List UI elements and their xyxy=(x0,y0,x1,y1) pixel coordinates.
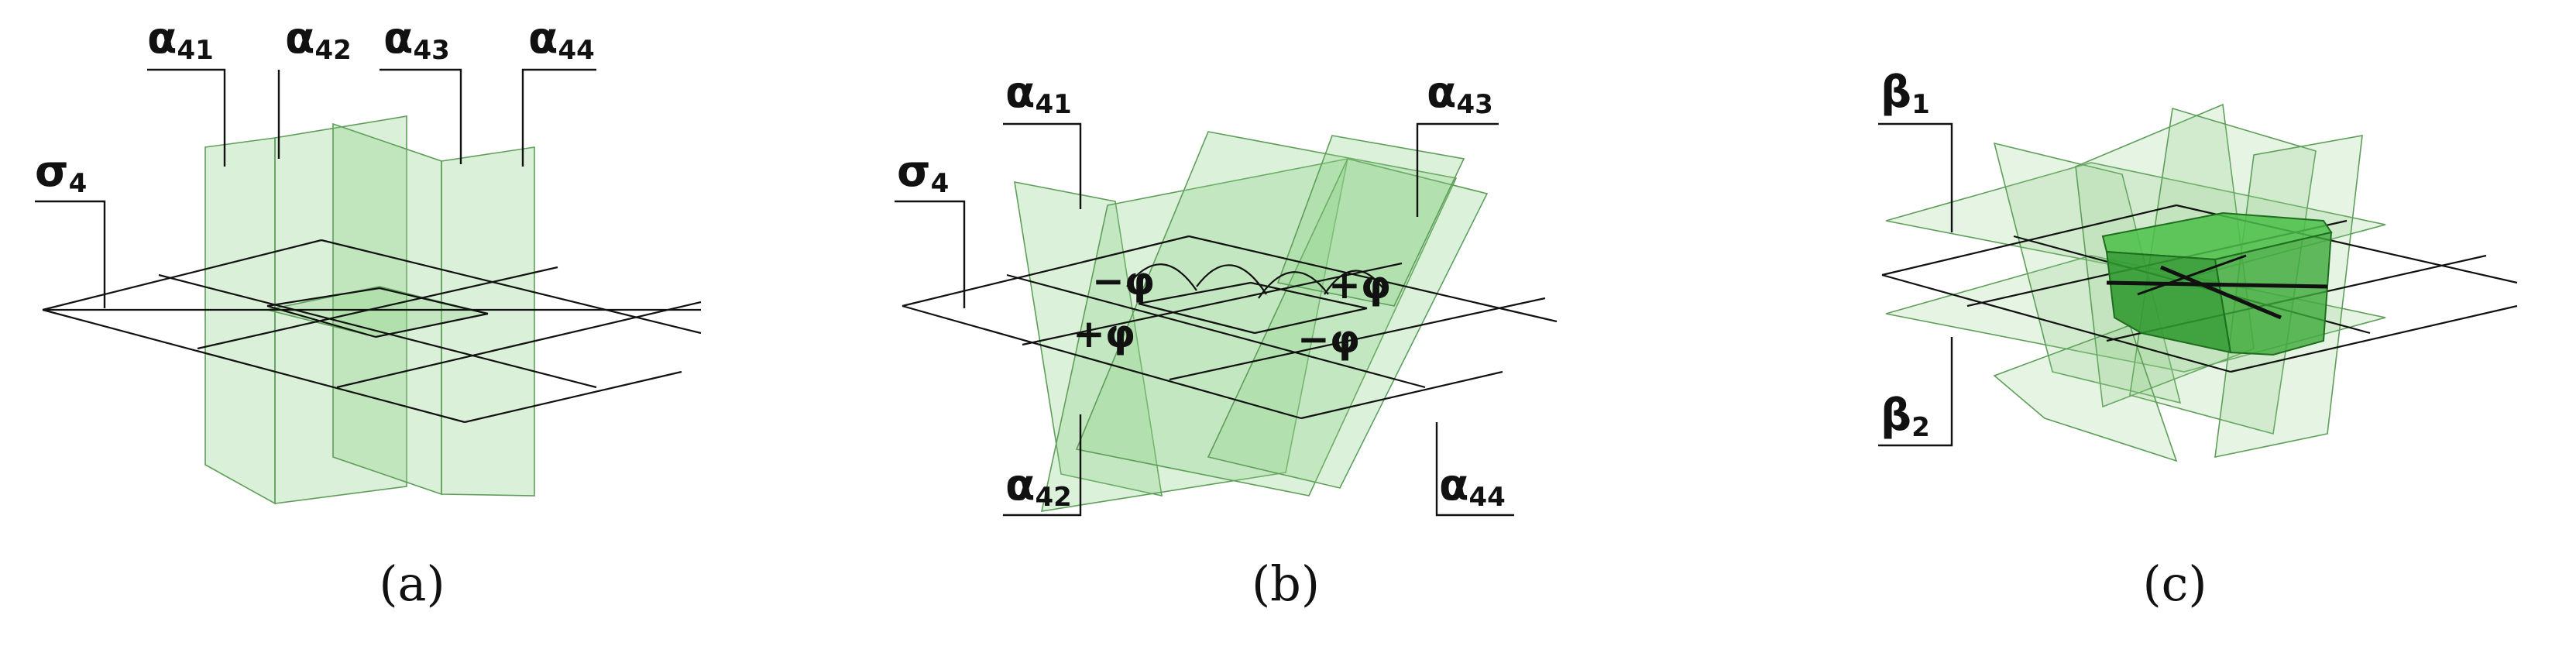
plane-alpha41-b xyxy=(1014,180,1163,497)
panel-a: σ4 α41 α42 α43 α44 (a) xyxy=(35,13,702,612)
plane-alpha43-b xyxy=(1075,131,1458,497)
leaders-c xyxy=(1878,122,1953,447)
block-front-c xyxy=(2105,250,2232,354)
plane-alpha44-a xyxy=(441,146,535,497)
plane-diag-5-c xyxy=(1993,324,2178,462)
leader-sigma4-a xyxy=(35,200,106,308)
label-beta2-c: β2 xyxy=(1880,390,1930,443)
arc-1-b xyxy=(1126,263,1197,291)
label-alpha43-a: α43 xyxy=(383,13,450,66)
leader-alpha42-b xyxy=(1003,414,1082,517)
angle-label-plus-left-b: +φ xyxy=(1073,311,1135,356)
label-beta1-c: β1 xyxy=(1880,67,1930,120)
leader-alpha41-b xyxy=(1003,122,1082,209)
leader-sigma4-b xyxy=(895,200,966,308)
leaders-b xyxy=(895,122,1514,517)
panel-c: β1 β2 (c) xyxy=(1878,67,2518,612)
block-side-c xyxy=(2214,231,2333,356)
arc-3-b xyxy=(1258,271,1329,299)
leaders-a xyxy=(35,68,596,308)
leader-beta2-c xyxy=(1878,337,1953,447)
label-alpha44-a: α44 xyxy=(528,13,595,66)
angle-label-plus-right-b: +φ xyxy=(1328,263,1391,308)
label-alpha44-b: α44 xyxy=(1439,460,1506,513)
panel-b-planes xyxy=(1014,131,1489,512)
angle-label-minus-left-b: −φ xyxy=(1092,259,1155,304)
rotation-arcs-b xyxy=(1126,263,1387,299)
grid-a xyxy=(42,239,702,424)
plane-alpha44-b xyxy=(1207,158,1489,489)
leader-alpha43-b xyxy=(1416,122,1499,217)
label-sigma4-a: σ4 xyxy=(35,146,87,199)
caption-b: (b) xyxy=(1252,555,1320,612)
label-alpha41-a: α41 xyxy=(147,13,214,66)
leader-alpha43-a xyxy=(380,68,462,164)
arc-2-b xyxy=(1196,264,1267,295)
grid-b xyxy=(902,235,1558,420)
label-alpha43-b: α43 xyxy=(1427,67,1493,120)
label-alpha41-b: α41 xyxy=(1005,67,1072,120)
panel-b: σ4 α41 α43 α42 α44 −φ +φ +φ −φ (b) xyxy=(895,67,1558,612)
leader-alpha44-b xyxy=(1435,422,1514,517)
solid-block-c xyxy=(2101,211,2333,356)
leader-alpha41-a xyxy=(147,68,226,167)
angle-label-minus-right-b: −φ xyxy=(1297,317,1360,362)
plane-alpha41-a xyxy=(204,137,276,505)
caption-c: (c) xyxy=(2142,555,2207,612)
arc-4-b xyxy=(1324,270,1387,295)
label-alpha42-b: α42 xyxy=(1005,460,1072,513)
leader-beta1-c xyxy=(1878,122,1953,232)
leader-alpha44-a xyxy=(521,68,596,167)
caption-a: (a) xyxy=(379,555,445,612)
label-alpha42-a: α42 xyxy=(285,13,352,66)
plane-alpha42-b xyxy=(1040,157,1349,512)
label-sigma4-b: σ4 xyxy=(897,146,949,199)
